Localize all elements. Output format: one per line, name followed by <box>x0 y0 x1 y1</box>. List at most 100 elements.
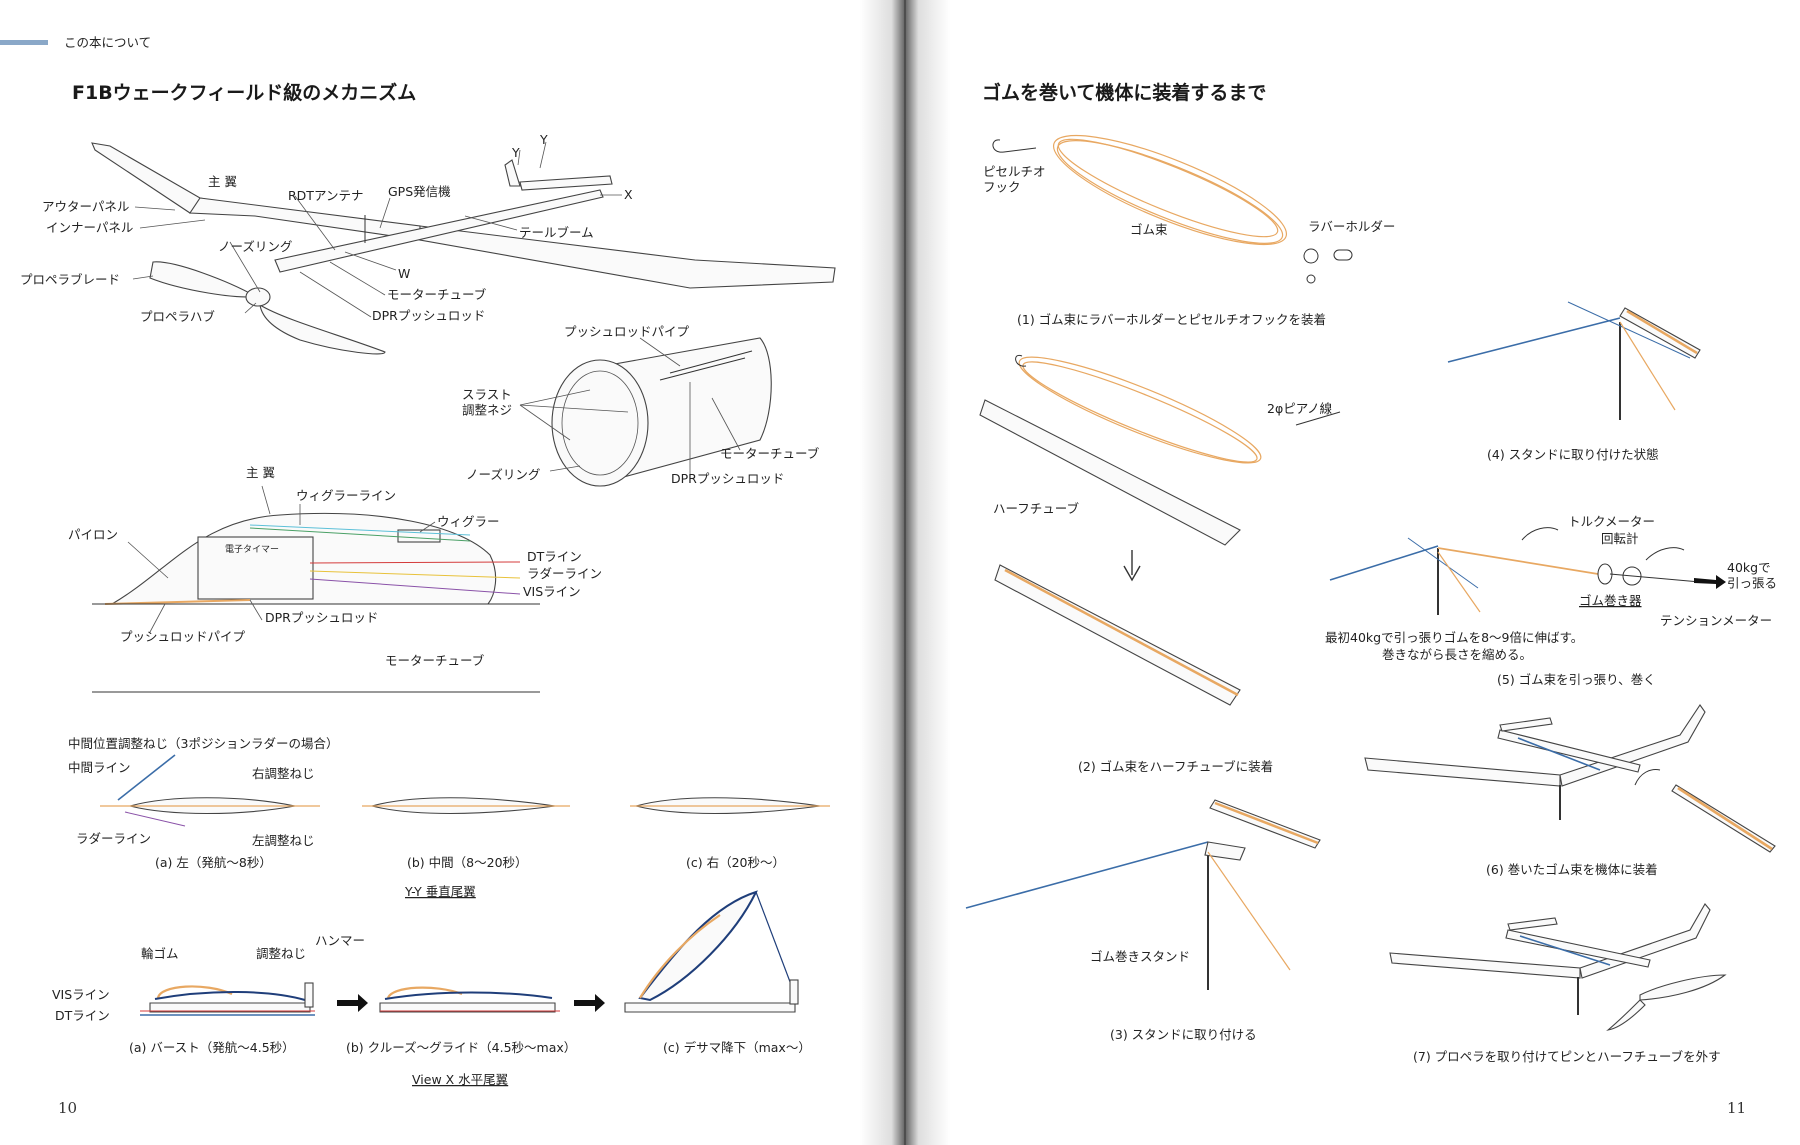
caption-step-1: (1) ゴム束にラバーホルダーとピセルチオフックを装着 <box>1017 312 1326 327</box>
caption-rudder-b: (b) 中間（8～20秒） <box>407 855 528 870</box>
label-piano-wire: 2φピアノ線 <box>1267 401 1333 416</box>
label-rudder-line-sec: ラダーライン <box>76 831 151 846</box>
label-y1: Y <box>511 145 520 160</box>
label-dpr-rod-pylon: DPRプッシュロッド <box>265 610 378 625</box>
label-motor-tube-pylon: モーターチューブ <box>385 653 485 668</box>
label-rudder-line: ラダーライン <box>527 566 602 581</box>
book-gutter <box>860 0 950 1145</box>
label-thrust-screw: スラスト調整ネジ <box>462 387 512 418</box>
step2-down-arrow <box>1123 550 1141 582</box>
stabilizer-section-drawings <box>140 890 799 1016</box>
page-number-left: 10 <box>58 1099 77 1117</box>
caption-stab-c: (c) デサマ降下（max～） <box>663 1040 811 1055</box>
label-dt-line: DTライン <box>527 549 582 564</box>
label-dpr-rod-nose: DPRプッシュロッド <box>671 471 784 486</box>
step2-drawing <box>979 354 1341 706</box>
label-y2: Y <box>539 132 548 147</box>
step3-drawing <box>965 799 1321 990</box>
arrow-1 <box>337 994 368 1012</box>
label-vis-line: VISライン <box>523 584 581 599</box>
label-prop-blade: プロペラブレード <box>20 272 120 287</box>
piano-wire-icon <box>1295 411 1341 426</box>
label-middle-line: 中間ライン <box>68 760 131 775</box>
caption-rudder-a: (a) 左（発航～8秒） <box>155 855 272 870</box>
prop-blade-upper <box>149 261 257 298</box>
wing-right <box>419 225 836 289</box>
motor-tube-pylon <box>92 603 540 693</box>
label-main-wing: 主 翼 <box>208 174 237 189</box>
rotate-arrow-step6 <box>1634 769 1661 786</box>
label-tension-meter: テンションメーター <box>1660 613 1772 628</box>
caption-stab-a: (a) バースト（発航～4.5秒） <box>129 1040 295 1055</box>
label-nose-ring-nose: ノーズリング <box>466 467 540 482</box>
caption-step-2: (2) ゴム束をハーフチューブに装着 <box>1078 759 1273 774</box>
caption-step-6: (6) 巻いたゴム束を機体に装着 <box>1486 862 1658 877</box>
label-winder: ゴム巻き器 <box>1579 593 1642 608</box>
label-adjust-screw: 調整ねじ <box>256 946 306 961</box>
label-tail-boom: テールブーム <box>519 225 594 240</box>
counter-icon <box>1622 566 1642 586</box>
label-pushrod-pipe-pylon: プッシュロッドパイプ <box>120 629 246 644</box>
label-left-screw: 左調整ねじ <box>252 833 315 848</box>
label-counter: 回転計 <box>1601 531 1639 546</box>
label-x: X <box>624 187 633 202</box>
step7-drawing <box>1389 903 1727 1031</box>
label-pushrod-pipe-nose: プッシュロッドパイプ <box>564 324 690 339</box>
nose-detail-drawing <box>551 337 772 487</box>
label-half-tube: ハーフチューブ <box>993 501 1080 516</box>
left-page: この本について F1Bウェークフィールド級のメカニズム <box>0 35 836 1117</box>
timer-box <box>197 536 314 600</box>
right-page: ゴムを巻いて機体に装着するまで ピセルチオフック ゴム束 ラバーホルダー (1)… <box>906 0 1800 1145</box>
right-page-illustration: ゴムを巻いて機体に装着するまで ピセルチオフック ゴム束 ラバーホルダー (1)… <box>965 81 1777 1117</box>
label-outer-panel: アウターパネル <box>42 199 129 214</box>
label-pull: 40kgで引っ張る <box>1727 560 1777 591</box>
stabilizer <box>519 175 613 191</box>
note-line-1: 最初40kgで引っ張りゴムを8～9倍に伸ばす。 <box>1325 630 1583 645</box>
label-motor-tube: モーターチューブ <box>387 287 487 302</box>
label-nose-ring: ノーズリング <box>218 239 292 254</box>
rudder-section-title: Y-Y 垂直尾翼 <box>404 884 476 899</box>
label-wiggler: ウィグラー <box>437 514 500 529</box>
inner-panel-left <box>189 197 421 241</box>
rotate-arrow-left <box>1521 527 1559 541</box>
stand-arm <box>965 841 1209 909</box>
prop-blade-lower <box>259 303 386 355</box>
caption-step-5: (5) ゴム束を引っ張り、巻く <box>1497 672 1656 687</box>
nose-ring-detail <box>551 359 649 487</box>
aircraft-overview-drawing <box>91 142 836 355</box>
prop-hub <box>245 287 271 307</box>
overview-leaders <box>132 141 622 318</box>
note-line-2: 巻きながら長さを縮める。 <box>1382 647 1532 662</box>
label-torque-meter: トルクメーター <box>1568 514 1655 529</box>
nose-leaders <box>519 337 741 478</box>
label-hook-1: ピセルチオフック <box>983 164 1046 195</box>
nose-ring-inner <box>561 370 639 476</box>
left-page-title: F1Bウェークフィールド級のメカニズム <box>72 81 416 104</box>
fuselage-boom <box>274 189 604 273</box>
pull-arrow <box>1694 575 1726 589</box>
stab-section-title: View X 水平尾翼 <box>412 1072 508 1087</box>
label-dpr-rod: DPRプッシュロッド <box>372 308 485 323</box>
step1-drawing <box>992 134 1353 284</box>
label-pylon: パイロン <box>68 527 118 542</box>
section-bar <box>0 40 48 45</box>
label-rubber-band: 輪ゴム <box>141 946 179 961</box>
label-main-wing-pylon: 主 翼 <box>246 465 275 480</box>
step4-drawing <box>1447 301 1701 420</box>
label-dt-line-stab: DTライン <box>55 1008 110 1023</box>
caption-stab-b: (b) クルーズ～グライド（4.5秒～max） <box>346 1040 576 1055</box>
propeller-icon <box>1639 974 1727 1001</box>
label-right-screw: 右調整ねじ <box>252 766 315 781</box>
pylon-leaders <box>127 485 436 633</box>
label-prop-hub: プロペラハブ <box>140 309 215 324</box>
label-rubber-bundle: ゴム束 <box>1130 222 1168 237</box>
half-tube-icon <box>979 399 1241 546</box>
caption-rudder-c: (c) 右（20秒～） <box>686 855 785 870</box>
torque-meter-icon <box>1597 563 1613 585</box>
caption-step-4: (4) スタンドに取り付けた状態 <box>1487 447 1659 462</box>
label-gps: GPS発信機 <box>388 184 451 199</box>
rubber-holder-icon <box>1303 248 1319 264</box>
label-vis-line-stab: VISライン <box>52 987 110 1002</box>
step5-drawing <box>1329 527 1726 615</box>
